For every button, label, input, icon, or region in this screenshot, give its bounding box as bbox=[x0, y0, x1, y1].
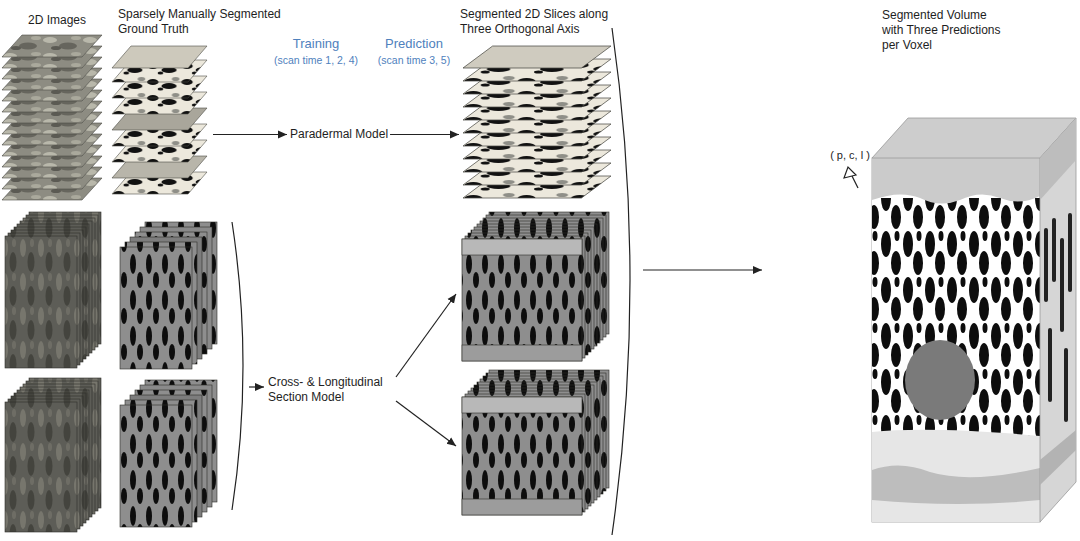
prediction-tuple: ( p, c, l ) bbox=[818, 148, 882, 162]
predicted-stack bbox=[463, 46, 611, 198]
longitudinal-predicted-stack bbox=[462, 370, 609, 515]
cross-predicted-stack bbox=[462, 212, 609, 361]
image-stack-node: 2D Images bbox=[0, 35, 105, 200]
heading-text: Segmented Volume with Three Predictions … bbox=[882, 8, 1006, 53]
flow-arrow bbox=[213, 134, 287, 135]
heading-text: 2D Images bbox=[28, 13, 118, 28]
node-text: Paradermal Model bbox=[290, 127, 388, 142]
segmented-volume-cube bbox=[872, 118, 1076, 522]
heading-text: Segmented 2D Slices along Three Orthogon… bbox=[460, 7, 620, 37]
model-label: Paradermal Model bbox=[288, 125, 390, 144]
flow-arrow bbox=[390, 134, 459, 135]
edge-label: Prediction bbox=[354, 36, 474, 52]
longitudinal-section-stack bbox=[5, 378, 101, 532]
cross-ground-truth-stack bbox=[120, 222, 217, 369]
heading-text: Sparsely Manually Segmented Ground Truth bbox=[118, 7, 290, 37]
model-label: Cross- & Longitudinal Section Model bbox=[266, 373, 392, 407]
cross-section-stack bbox=[5, 212, 101, 368]
edge-label: Training bbox=[256, 36, 376, 52]
prediction-node: Segmented 2D Slices along Three Orthogon… bbox=[460, 45, 612, 198]
node-text: Cross- & Longitudinal Section Model bbox=[268, 375, 390, 405]
ground-truth-stack bbox=[112, 46, 207, 194]
brackets-and-arrows bbox=[232, 28, 858, 535]
scan-time-note: (scan time 3, 5) bbox=[366, 54, 462, 68]
ground-truth-node: Sparsely Manually Segmented Ground Truth bbox=[110, 45, 213, 195]
volume-node: Segmented Volume with Three Predictions … bbox=[870, 112, 1076, 527]
image-stack bbox=[2, 35, 102, 200]
longitudinal-ground-truth-stack bbox=[120, 380, 217, 527]
scan-time-note: (scan time 1, 2, 4) bbox=[261, 54, 371, 68]
